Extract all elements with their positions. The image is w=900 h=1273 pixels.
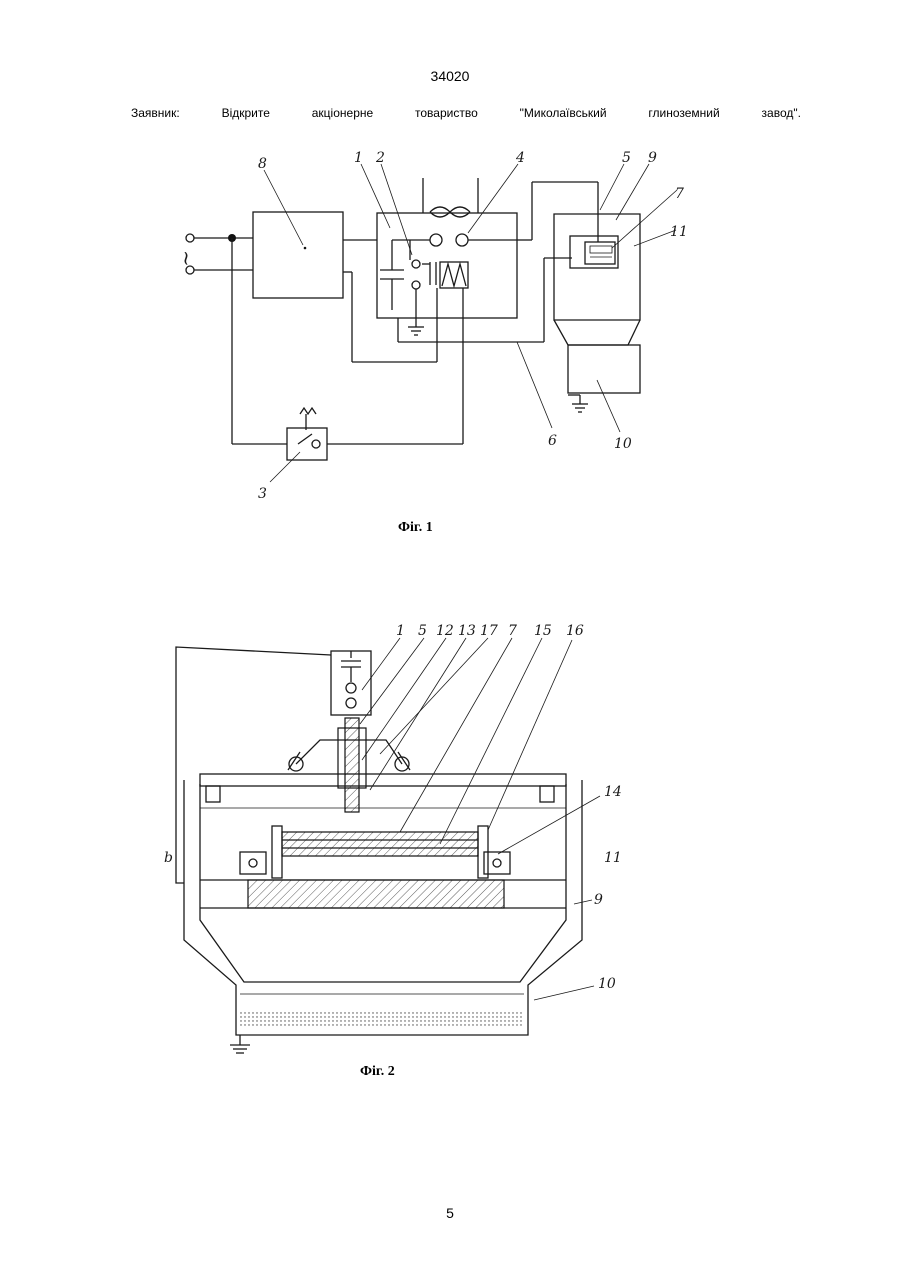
fig1-label-8: 8 <box>258 156 267 172</box>
fig2-label-14: 14 <box>604 784 622 800</box>
fig1-label-7: 7 <box>675 186 684 202</box>
fig1-label-4: 4 <box>515 150 525 166</box>
fig2-label-17: 17 <box>480 623 498 639</box>
fig2-label-1: 1 <box>396 623 405 639</box>
fig1-label-11: 11 <box>670 224 688 240</box>
fig2-label-15: 15 <box>534 623 552 639</box>
fig2-label-12: 12 <box>436 623 454 639</box>
fig2-label-5: 5 <box>418 623 427 639</box>
fig2-label-11: 11 <box>604 850 622 866</box>
fig1-label-10: 10 <box>614 436 632 452</box>
page-number: 5 <box>0 1205 900 1221</box>
fig2-label-9: 9 <box>594 892 603 908</box>
fig2-labels: 1 5 12 13 17 7 15 16 14 11 9 10 b <box>164 623 622 992</box>
fig1-label-1: 1 <box>354 150 363 166</box>
figure-2-caption: Фіг. 2 <box>360 1064 395 1080</box>
fig1-wiring <box>186 164 677 482</box>
fig2-label-b: b <box>164 850 173 866</box>
fig1-source-symbol: ~ <box>175 250 199 267</box>
fig2-label-13: 13 <box>458 623 476 639</box>
fig1-label-5: 5 <box>622 150 631 166</box>
fig1-labels: 8 1 2 4 5 9 7 11 6 10 3 ~ <box>175 150 688 502</box>
fig2-label-10: 10 <box>598 976 616 992</box>
fig1-label-3: 3 <box>258 486 267 502</box>
fig1-label-9: 9 <box>648 150 657 166</box>
fig2-label-7: 7 <box>508 623 517 639</box>
figure-1-diagram: 8 1 2 4 5 9 7 11 6 10 3 ~ <box>0 0 900 620</box>
fig1-label-2: 2 <box>375 150 385 166</box>
figure-1-caption: Фіг. 1 <box>398 520 433 536</box>
fig2-drawing <box>176 638 600 1053</box>
fig1-label-6: 6 <box>548 433 557 449</box>
fig2-label-16: 16 <box>566 623 584 639</box>
